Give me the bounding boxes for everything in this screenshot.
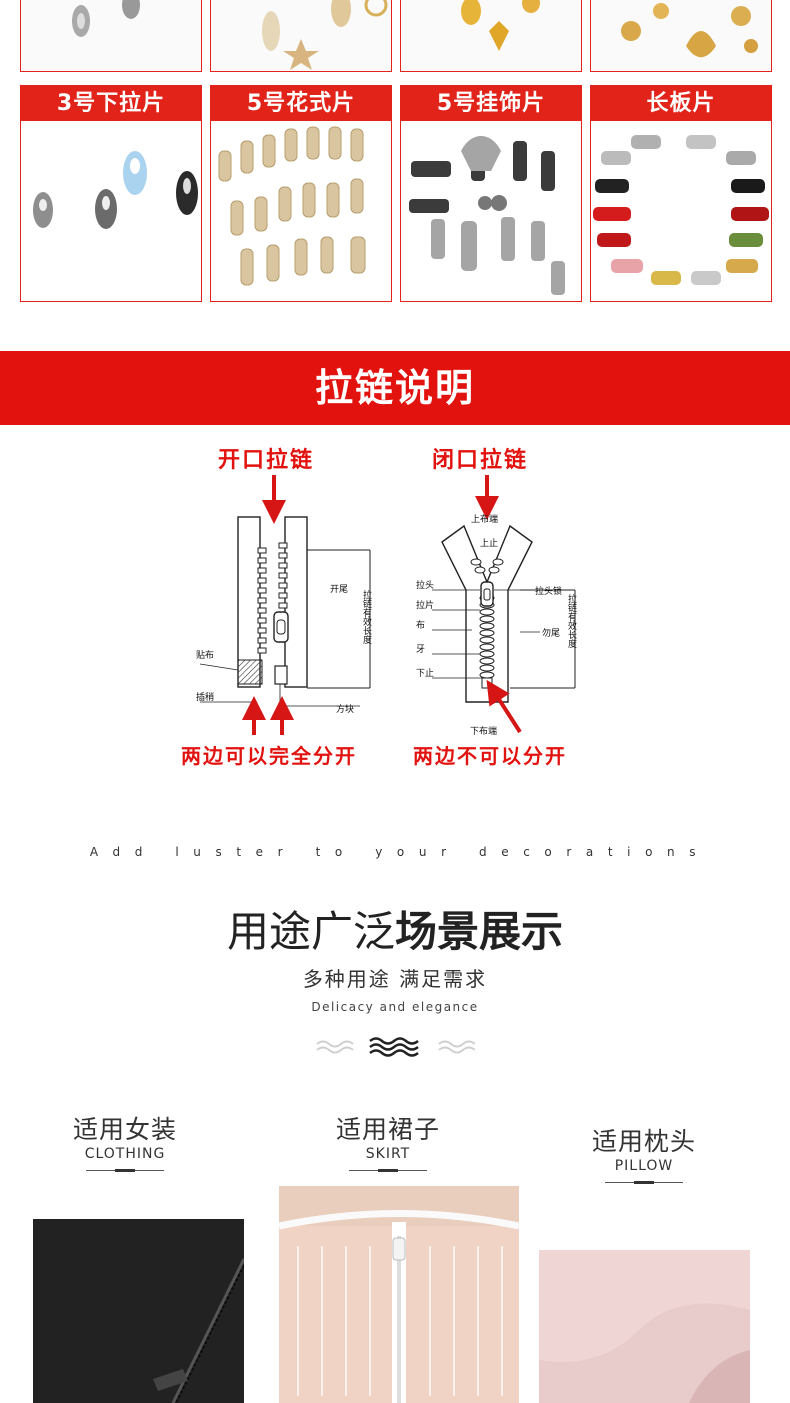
usage-subtitle-en: Delicacy and elegance (311, 1000, 479, 1014)
use-title: 适用裙子 (335, 1115, 440, 1144)
closed-zipper-caption: 两边不可以分开 (413, 744, 567, 768)
open-zipper-title: 开口拉链 (218, 448, 315, 473)
label-square-block: 方块 (336, 703, 354, 715)
product-card-top-3 (400, 0, 582, 72)
product-card-3-pull[interactable]: 3号下拉片 (20, 85, 202, 302)
use-divider-mark (378, 1169, 398, 1172)
product-card-5-fancy[interactable]: 5号花式片 (210, 85, 392, 302)
label-slider-lock: 拉头锁 (535, 585, 562, 597)
skirt-photo (279, 1186, 519, 1403)
zipper-pull-image (401, 121, 581, 301)
zipper-pull-image (211, 121, 391, 301)
label-insert-pin: 插稍 (196, 691, 214, 703)
label-no-tail: 勿尾 (542, 627, 560, 639)
product-card-5-charm[interactable]: 5号挂饰片 (400, 85, 582, 302)
usage-title-bold: 场景展示 (395, 907, 564, 956)
zipper-pull-image (591, 121, 771, 301)
zipper-pull-image (591, 0, 771, 71)
label-slider: 拉头 (416, 579, 434, 591)
closed-zipper-title: 闭口拉链 (432, 448, 529, 473)
product-label: 5号挂饰片 (401, 86, 581, 122)
use-divider-mark (115, 1169, 135, 1172)
usage-subtitle: 多种用途 满足需求 (302, 967, 488, 991)
clothing-photo (33, 1219, 244, 1403)
label-upper-cloth-end: 上布端 (471, 513, 498, 525)
label-pull-tab: 拉片 (416, 599, 434, 611)
use-divider-mark (634, 1181, 654, 1184)
product-label: 长板片 (591, 86, 771, 122)
zipper-pull-image (211, 0, 391, 71)
use-subtitle: PILLOW (614, 1158, 674, 1174)
product-card-top-1 (20, 0, 202, 72)
product-label: 5号花式片 (211, 86, 391, 122)
open-zipper-caption: 两边可以完全分开 (181, 744, 357, 768)
usage-title: 用途广泛场景展示 (0, 898, 790, 959)
section-title: 拉链说明 (314, 366, 475, 410)
zipper-pull-image (21, 121, 201, 301)
use-subtitle: CLOTHING (84, 1146, 166, 1162)
label-cloth: 布 (416, 619, 425, 631)
usage-title-thin: 用途广泛 (226, 907, 395, 956)
zipper-pull-image (401, 0, 581, 71)
label-patch-cloth: 贴布 (196, 649, 214, 661)
use-title: 适用女装 (72, 1115, 177, 1144)
product-label: 3号下拉片 (21, 86, 201, 122)
product-card-top-4 (590, 0, 772, 72)
label-lower-cloth-end: 下布端 (470, 725, 497, 737)
label-bottom-stop: 下止 (416, 667, 434, 679)
label-effective-length: 拉链有效长度 (566, 593, 577, 649)
use-title: 适用枕头 (591, 1127, 696, 1156)
product-card-top-2 (210, 0, 392, 72)
tagline: Add luster to your decorations (89, 845, 711, 859)
zipper-pull-image (21, 0, 201, 71)
label-effective-length: 拉链有效长度 (361, 589, 372, 645)
section-banner: 拉链说明 (0, 351, 790, 425)
label-open-tail: 开尾 (330, 584, 348, 595)
product-card-long-plate[interactable]: 长板片 (590, 85, 772, 302)
label-teeth: 牙 (416, 644, 425, 655)
use-subtitle: SKIRT (365, 1146, 411, 1162)
zipper-diagram: 开尾 贴布 插稍 方块 拉链有效长度 上布端 上止 拉头 拉片 布 牙 下止 下… (196, 475, 577, 737)
pillow-photo (539, 1250, 750, 1403)
label-top-stop: 上止 (480, 537, 498, 549)
wave-divider-icon (316, 1037, 475, 1057)
